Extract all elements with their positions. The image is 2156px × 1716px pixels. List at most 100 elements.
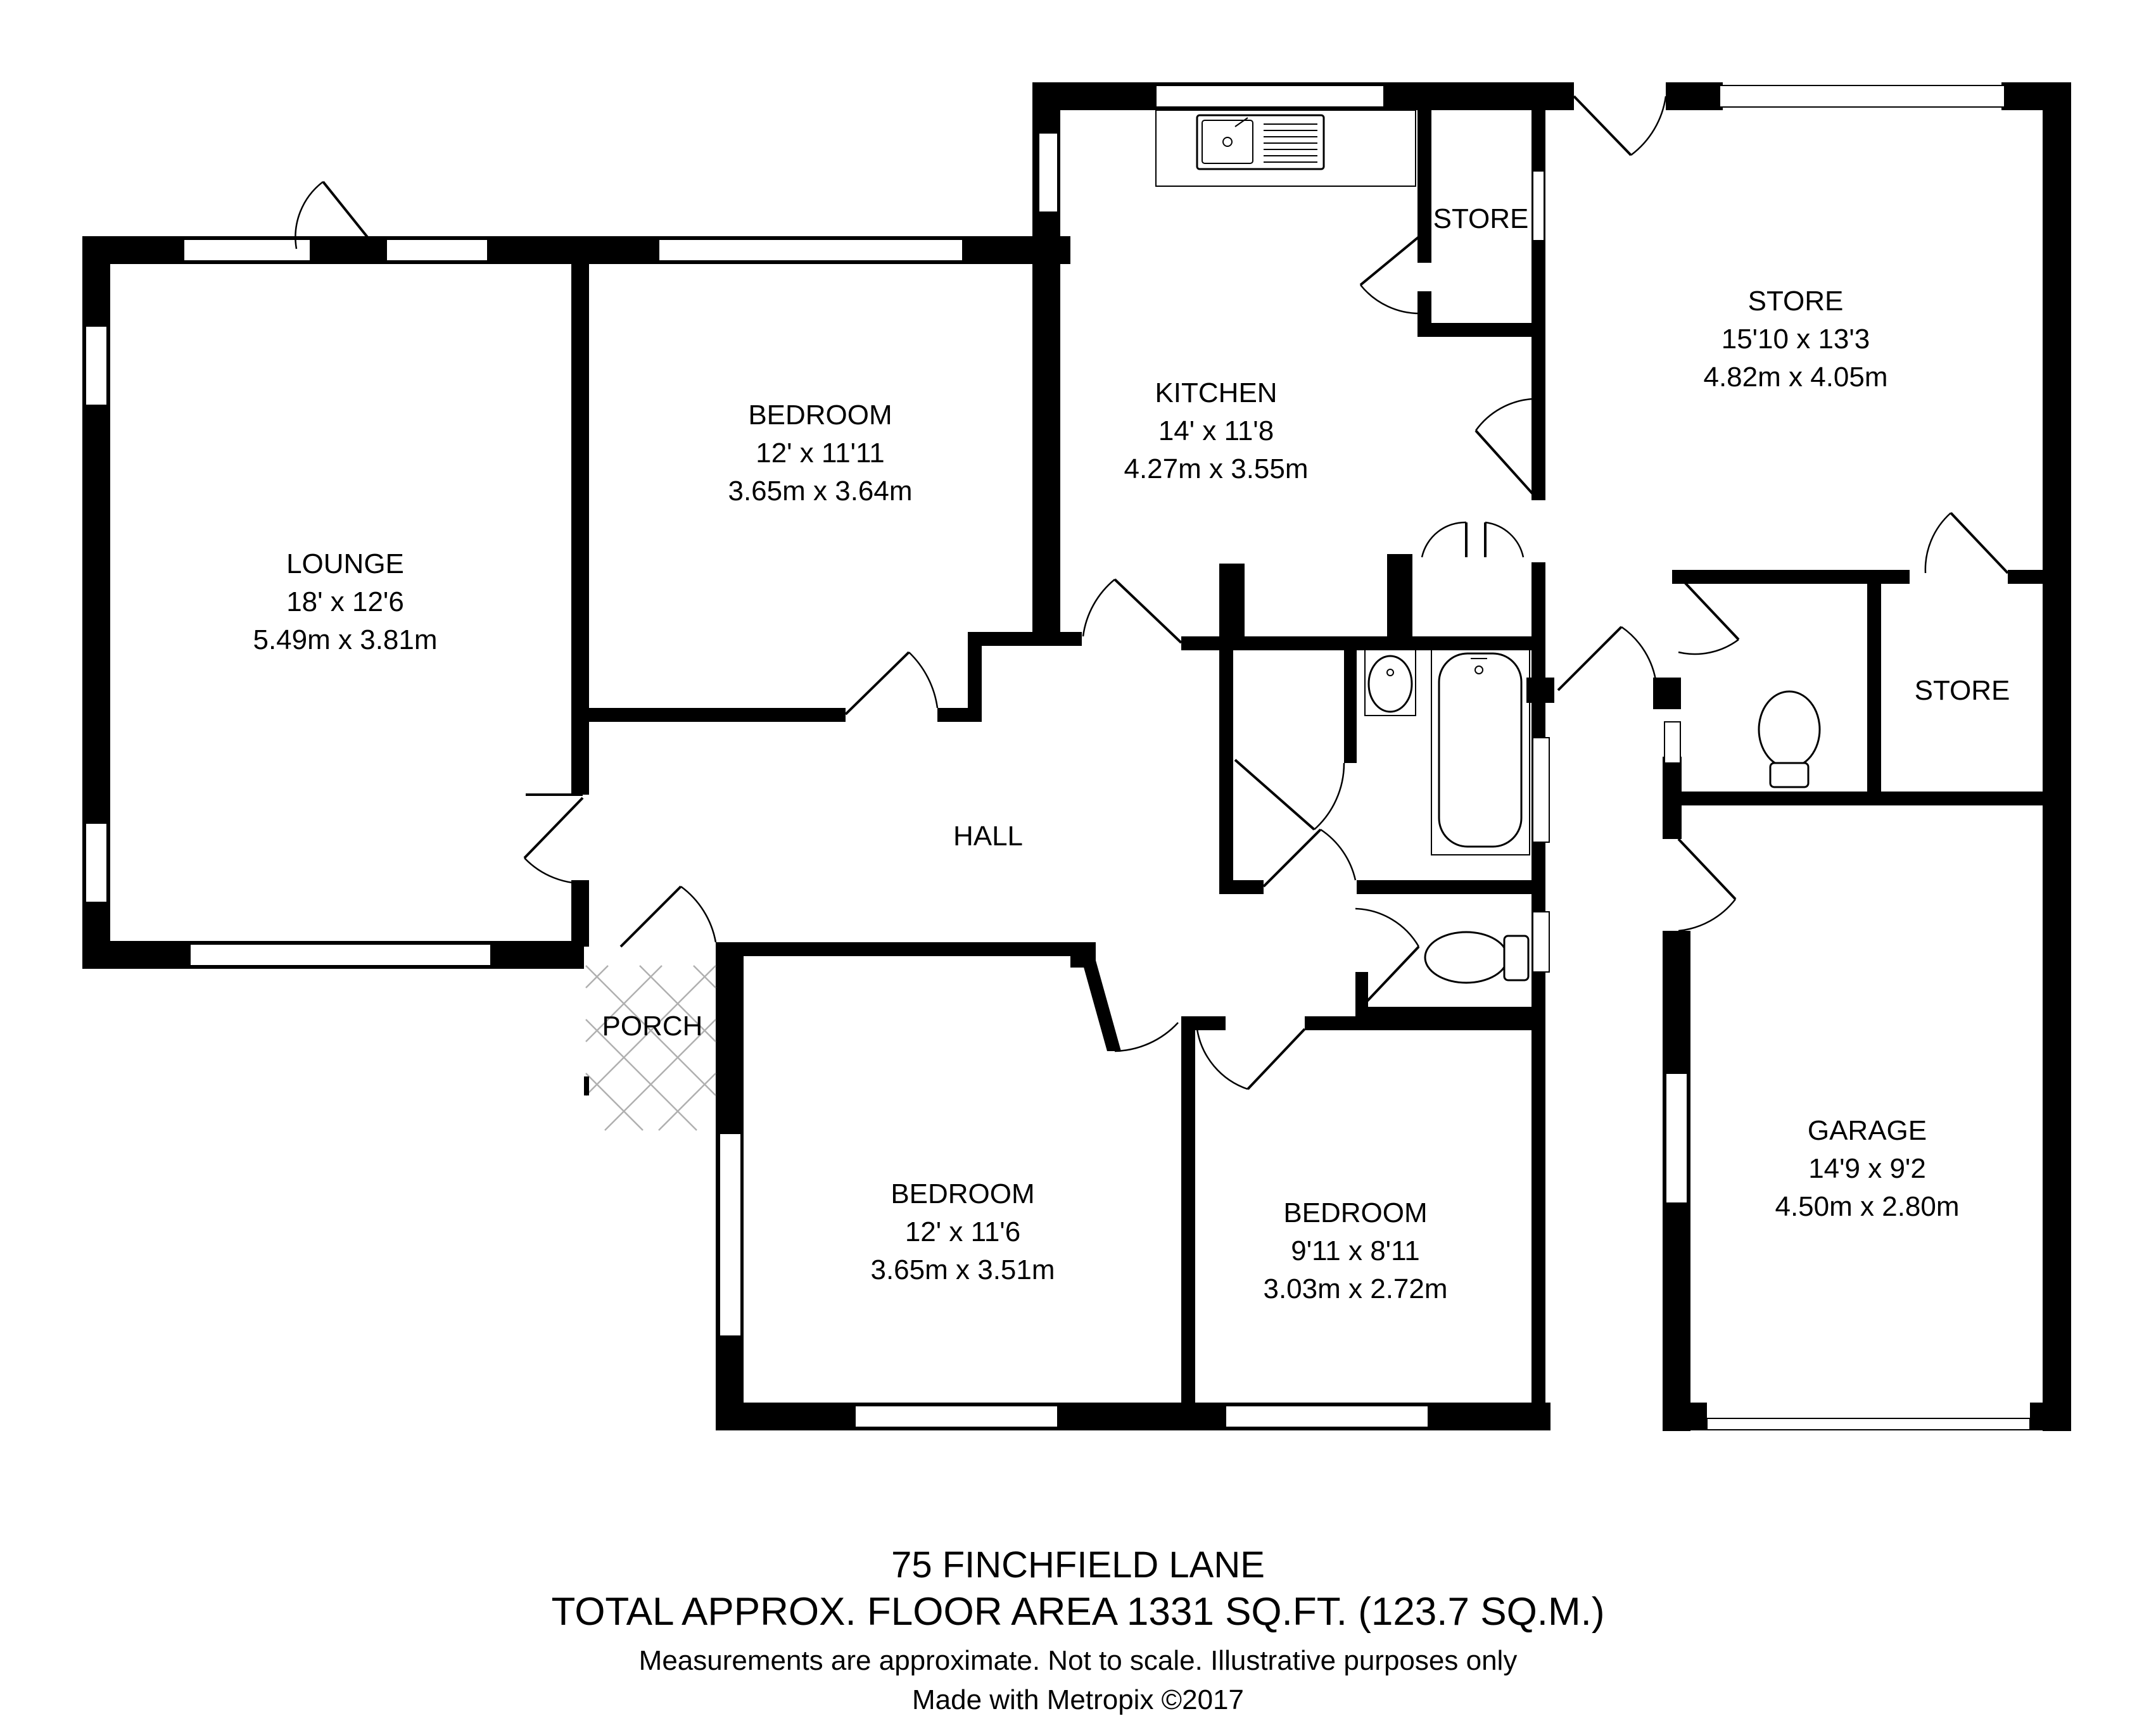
toilet-icon: [1424, 931, 1530, 984]
window-store-top: [1719, 85, 2005, 108]
garage-imperial: 14'9 x 9'2: [1808, 1153, 1926, 1184]
store-large-name: STORE: [1748, 286, 1844, 317]
door-bath-arc: [1320, 828, 1357, 881]
door-kitchen-store-leaf: [1474, 429, 1534, 495]
kitchen-worktop: [1155, 110, 1416, 187]
disclaimer: Measurements are approximate. Not to sca…: [638, 1645, 1518, 1676]
wall-hall-diagonal: [1077, 942, 1121, 1051]
window-corridor: [1664, 721, 1681, 764]
door-airing-leaf: [1234, 759, 1316, 831]
store-right-name: STORE: [1915, 675, 2010, 706]
wall-stub-b: [1387, 554, 1412, 649]
door-bedroom1-arc: [908, 652, 939, 709]
bedroom1-imperial: 12' x 11'11: [756, 438, 885, 469]
door-lounge-top-a-arc: [295, 181, 324, 249]
wall-bedroom1-bottom-b: [937, 708, 975, 722]
wall-wc-store-divider: [1867, 570, 1881, 792]
store-large-imperial: 15'10 x 13'3: [1722, 324, 1870, 355]
door-corridor-arc: [1621, 626, 1658, 685]
store-large-metric: 4.82m x 4.05m: [1703, 362, 1887, 393]
door-store-right-leaf: [1950, 512, 2009, 574]
wall-garage-left-a: [1653, 678, 1681, 709]
bedroom2-name: BEDROOM: [891, 1178, 1034, 1209]
wall-garage-left-b: [1663, 757, 1682, 839]
door-wc-hall-arc: [1355, 907, 1420, 947]
wall-stub-a: [1219, 564, 1245, 646]
bedroom3-name: BEDROOM: [1283, 1197, 1427, 1228]
lounge-metric: 5.49m x 3.81m: [253, 624, 437, 655]
window-lounge-top-left: [183, 239, 311, 262]
windows: [85, 85, 2031, 1430]
kitchen-metric: 4.27m x 3.55m: [1124, 453, 1308, 484]
door-cupboard-a-arc: [1421, 521, 1467, 558]
credit: Made with Metropix ©2017: [911, 1684, 1244, 1715]
door-kitchen-store-arc: [1474, 398, 1533, 431]
wall-cupboard-bottom: [1219, 880, 1264, 894]
window-wc: [1532, 911, 1550, 973]
door-kitchen-leaf: [1113, 578, 1183, 644]
bedroom1-metric: 3.65m x 3.64m: [728, 476, 912, 507]
wall-bedroom-divider: [1181, 1016, 1195, 1412]
door-lounge-hall-arc: [524, 857, 590, 885]
store-toilet-icon: [1758, 690, 1821, 788]
bedroom2-imperial: 12' x 11'6: [905, 1216, 1020, 1247]
wall-store-small-left: [1417, 95, 1431, 263]
wall-bath-right-thick: [1526, 678, 1554, 703]
door-porch-leaf: [619, 885, 682, 948]
bath-icon: [1431, 645, 1530, 855]
door-wc-leaf: [1684, 581, 1740, 641]
lounge-name: LOUNGE: [286, 548, 404, 579]
door-garage-arc: [1678, 899, 1736, 932]
bedroom3-imperial: 9'11 x 8'11: [1291, 1235, 1420, 1266]
window-bedroom3-bottom: [1225, 1405, 1429, 1428]
wall-wc-left: [1355, 972, 1368, 1019]
wall-store-right: [2043, 82, 2071, 1431]
window-lounge-left-top: [85, 325, 108, 406]
lounge-imperial: 18' x 12'6: [286, 586, 404, 617]
doors: [295, 95, 2009, 1090]
garage-door-opening: [1706, 1418, 2031, 1430]
wall-bedroom3-top-b: [1305, 1016, 1545, 1030]
porch-name: PORCH: [602, 1011, 703, 1042]
wall-bedroom2-top: [716, 942, 1077, 956]
wall-store-top-left: [1666, 82, 1723, 110]
hall-name: HALL: [953, 821, 1023, 852]
room-labels: LOUNGE 18' x 12'6 5.49m x 3.81m BEDROOM …: [253, 203, 2010, 1304]
door-kitchen-arc: [1082, 579, 1115, 637]
door-bedroom1-leaf: [844, 651, 910, 716]
floor-area: TOTAL APPROX. FLOOR AREA 1331 SQ.FT. (12…: [551, 1590, 1605, 1634]
door-bedroom3-leaf: [1246, 1028, 1306, 1090]
wall-store-small-bottom: [1417, 323, 1544, 337]
door-bedroom2-arc: [1114, 1022, 1179, 1052]
wall-bedroom2-left-stub: [721, 942, 739, 999]
door-cupboard-b-arc: [1485, 521, 1525, 558]
door-corridor-leaf: [1557, 626, 1623, 691]
wall-garage-bottom-right: [2030, 1403, 2071, 1430]
door-wc-arc: [1678, 638, 1739, 655]
window-garage-left: [1665, 1073, 1688, 1204]
fixtures: [584, 110, 1821, 1131]
wall-store-mid: [1672, 570, 1910, 584]
wall-lounge-top: [82, 236, 583, 264]
bedroom1-name: BEDROOM: [748, 400, 892, 431]
bedroom3-metric: 3.03m x 2.72m: [1263, 1273, 1447, 1304]
door-bedroom3-arc: [1196, 1028, 1248, 1090]
window-kitchen-left: [1038, 132, 1058, 213]
window-lounge-top-right: [386, 239, 488, 262]
window-bedroom2-bottom: [854, 1405, 1058, 1428]
wall-kitchen-right-b: [1531, 562, 1545, 670]
window-lounge-bottom: [189, 943, 491, 966]
wall-bedroom3-top-a: [1181, 1016, 1226, 1030]
wall-cupboard-left: [1219, 640, 1233, 893]
window-bedroom2-left: [719, 1133, 742, 1337]
basin-icon: [1364, 645, 1416, 716]
door-store-ext-leaf: [1573, 95, 1632, 156]
wall-bath-left: [1344, 640, 1357, 763]
property-address: 75 FINCHFIELD LANE: [891, 1544, 1265, 1586]
garage-name: GARAGE: [1808, 1115, 1927, 1146]
garage-metric: 4.50m x 2.80m: [1775, 1191, 1959, 1222]
wall-hall-notch-h: [968, 632, 1082, 646]
window-bedroom1-top: [658, 239, 963, 262]
door-porch-arc: [680, 885, 717, 943]
